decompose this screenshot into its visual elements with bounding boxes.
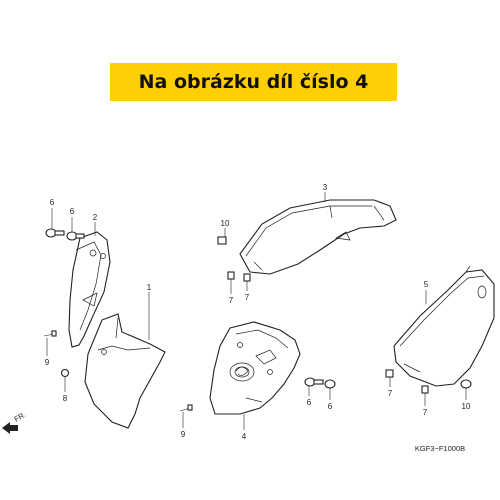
banner-text: Na obrázku díl číslo 4: [138, 71, 369, 93]
direction-label: FR.: [13, 410, 28, 424]
callout-9: 9: [181, 430, 186, 439]
callout-6: 6: [70, 207, 75, 216]
callout-8: 8: [63, 394, 68, 403]
screw-icon: [43, 330, 57, 337]
screw-icon: [324, 379, 336, 389]
screw-icon: [45, 228, 65, 238]
clip-icon: [217, 236, 227, 245]
callout-5: 5: [424, 280, 429, 289]
part-2-bracket: [68, 231, 111, 348]
clip-icon: [421, 385, 429, 394]
screw-icon: [66, 231, 85, 241]
part-1-inner-cover: [84, 313, 166, 429]
callout-10: 10: [221, 219, 230, 228]
screw-icon: [179, 404, 193, 412]
screw-icon: [60, 368, 70, 378]
callout-10: 10: [462, 402, 471, 411]
clip-icon: [227, 271, 235, 280]
part-5-side-cover: [393, 265, 495, 387]
clip-icon: [243, 273, 251, 282]
front-direction-arrow-icon: [2, 422, 18, 434]
callout-6: 6: [50, 198, 55, 207]
callout-6: 6: [328, 402, 333, 411]
callout-3: 3: [323, 183, 328, 192]
callout-9: 9: [45, 358, 50, 367]
screw-icon: [304, 377, 324, 387]
diagram-code: KGF3−F1000B: [415, 444, 465, 453]
callout-7: 7: [388, 389, 393, 398]
callout-4: 4: [242, 432, 247, 441]
leader-lines: [46, 192, 467, 430]
callout-2: 2: [93, 213, 98, 222]
clip-icon: [385, 369, 394, 378]
callout-7: 7: [229, 296, 234, 305]
screw-icon: [460, 379, 472, 389]
callout-1: 1: [147, 283, 152, 292]
part-3-upper-cover: [239, 199, 397, 275]
part-number-banner: Na obrázku díl číslo 4: [110, 63, 397, 101]
callout-7: 7: [245, 293, 250, 302]
callout-7: 7: [423, 408, 428, 417]
callout-6: 6: [307, 398, 312, 407]
part-4-front-cover: [209, 321, 301, 415]
